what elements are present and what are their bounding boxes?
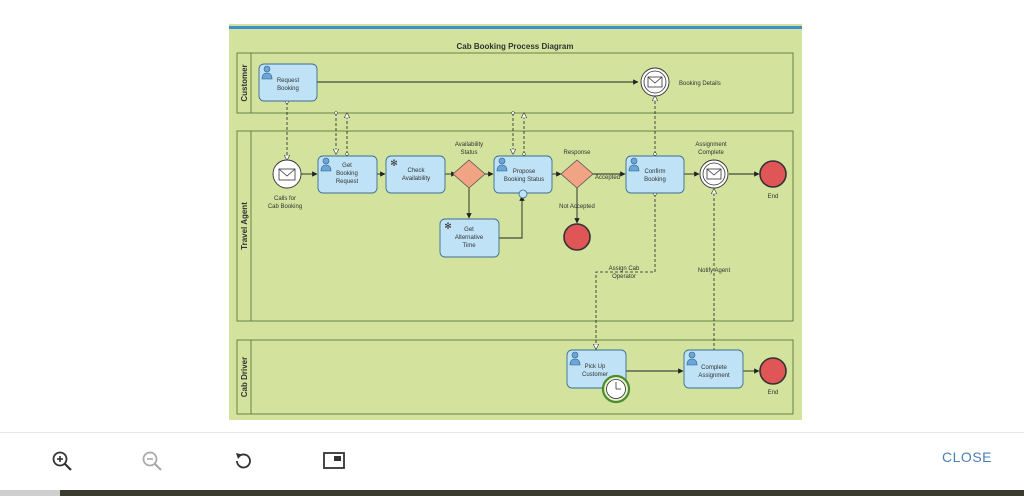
- user-icon: [628, 157, 640, 172]
- lane-label-cab-driver: Cab Driver: [240, 357, 249, 397]
- label-not-accepted: Not Accepted: [559, 204, 595, 210]
- message-flows: [287, 96, 714, 351]
- zoom-out-icon: [142, 451, 162, 471]
- diagram-header-bar: [229, 26, 802, 29]
- task-label-line: Booking: [277, 86, 299, 92]
- envelope-icon: [278, 168, 296, 181]
- task-label-line: Request: [277, 78, 300, 84]
- end-event-not-accepted: [563, 223, 591, 251]
- task-label-line: Booking: [644, 177, 666, 183]
- task-label-line: Check: [407, 168, 425, 174]
- rotate-icon: [236, 453, 251, 469]
- task-label-line: Availability: [402, 176, 430, 182]
- label-end: End: [768, 390, 779, 396]
- end-event-travel-agent: [759, 160, 787, 188]
- timer-event-icon: [601, 374, 631, 404]
- fit-screen-button[interactable]: [314, 441, 354, 481]
- task-label-line: Get: [464, 227, 474, 233]
- task-complete-assignment[interactable]: Complete Assignment: [683, 349, 744, 389]
- bottom-strip-highlight: [0, 490, 60, 496]
- sequence-flows: [301, 79, 760, 374]
- label-booking-details: Booking Details: [679, 81, 721, 87]
- booking-details-event: [640, 67, 670, 97]
- label-availability-status: Availability: [455, 142, 483, 148]
- label-accepted: Accepted: [595, 175, 620, 181]
- task-label-line: Request: [336, 179, 359, 185]
- gear-icon: ✻: [444, 221, 452, 231]
- task-get-booking-request[interactable]: Get Booking Request: [317, 155, 378, 194]
- envelope-icon: [647, 76, 663, 88]
- label-assign-cab-operator: Operator: [612, 274, 636, 280]
- diagram-title: Cab Booking Process Diagram: [457, 42, 574, 51]
- task-label-line: Booking: [336, 171, 358, 177]
- task-label-line: Get: [342, 163, 352, 169]
- viewer-toolbar: CLOSE: [0, 432, 1024, 489]
- zoom-in-icon: [52, 451, 72, 471]
- envelope-icon: [706, 168, 722, 180]
- label-assignment-complete: Complete: [698, 150, 724, 156]
- label-end: End: [768, 194, 779, 200]
- gateway-response: [560, 159, 594, 189]
- label-availability-status: Status: [460, 150, 477, 156]
- task-propose-booking-status[interactable]: Propose Booking Status: [493, 155, 553, 199]
- label-response: Response: [563, 150, 591, 156]
- task-confirm-booking[interactable]: Confirm Booking: [625, 155, 685, 194]
- task-label-line: Propose: [513, 169, 536, 175]
- gateway-availability-status: [452, 159, 486, 189]
- task-label-line: Pick Up: [585, 364, 606, 370]
- label-notify-agent: Notify Agent: [698, 268, 731, 274]
- zoom-out-button[interactable]: [132, 441, 172, 481]
- task-request-booking[interactable]: Request Booking: [258, 63, 318, 102]
- boundary-event-icon: [518, 189, 528, 199]
- end-event-cab-driver: [759, 357, 787, 385]
- task-label-line: Time: [462, 243, 476, 249]
- gear-icon: ✻: [390, 158, 398, 168]
- task-label-line: Complete: [701, 365, 727, 371]
- task-label-line: Confirm: [644, 169, 665, 175]
- lane-label-travel-agent: Travel Agent: [240, 202, 249, 250]
- start-message-event: [272, 159, 302, 189]
- rotate-button[interactable]: [223, 441, 263, 481]
- fit-screen-icon: [323, 452, 345, 469]
- task-label-line: Booking Status: [504, 177, 544, 183]
- user-icon: [496, 157, 508, 172]
- label-assignment-complete: Assignment: [695, 142, 727, 148]
- diagram-canvas: Cab Booking Process Diagram Customer Tra…: [229, 24, 802, 420]
- label-calls-for-cab-booking: Calls for: [274, 196, 296, 202]
- user-icon: [569, 351, 581, 366]
- task-label-line: Alternative: [455, 235, 484, 241]
- task-get-alternative-time[interactable]: ✻ Get Alternative Time: [439, 218, 500, 258]
- lane-cab-driver: Cab Driver: [236, 339, 794, 415]
- task-label-line: Customer: [582, 372, 608, 378]
- user-icon: [320, 157, 332, 172]
- task-label-line: Assignment: [698, 373, 730, 379]
- zoom-in-button[interactable]: [42, 441, 82, 481]
- bottom-strip: [0, 490, 1024, 496]
- user-icon: [686, 351, 698, 366]
- close-button[interactable]: CLOSE: [942, 449, 992, 465]
- bpmn-diagram: Cab Booking Process Diagram Customer Tra…: [229, 24, 802, 420]
- user-icon: [261, 65, 273, 80]
- assignment-complete-event: [699, 159, 729, 189]
- lane-label-customer: Customer: [240, 64, 249, 101]
- task-check-availability[interactable]: ✻ Check Availability: [385, 155, 446, 194]
- label-assign-cab-operator: Assign Cab: [609, 266, 640, 272]
- label-calls-for-cab-booking: Cab Booking: [268, 204, 302, 210]
